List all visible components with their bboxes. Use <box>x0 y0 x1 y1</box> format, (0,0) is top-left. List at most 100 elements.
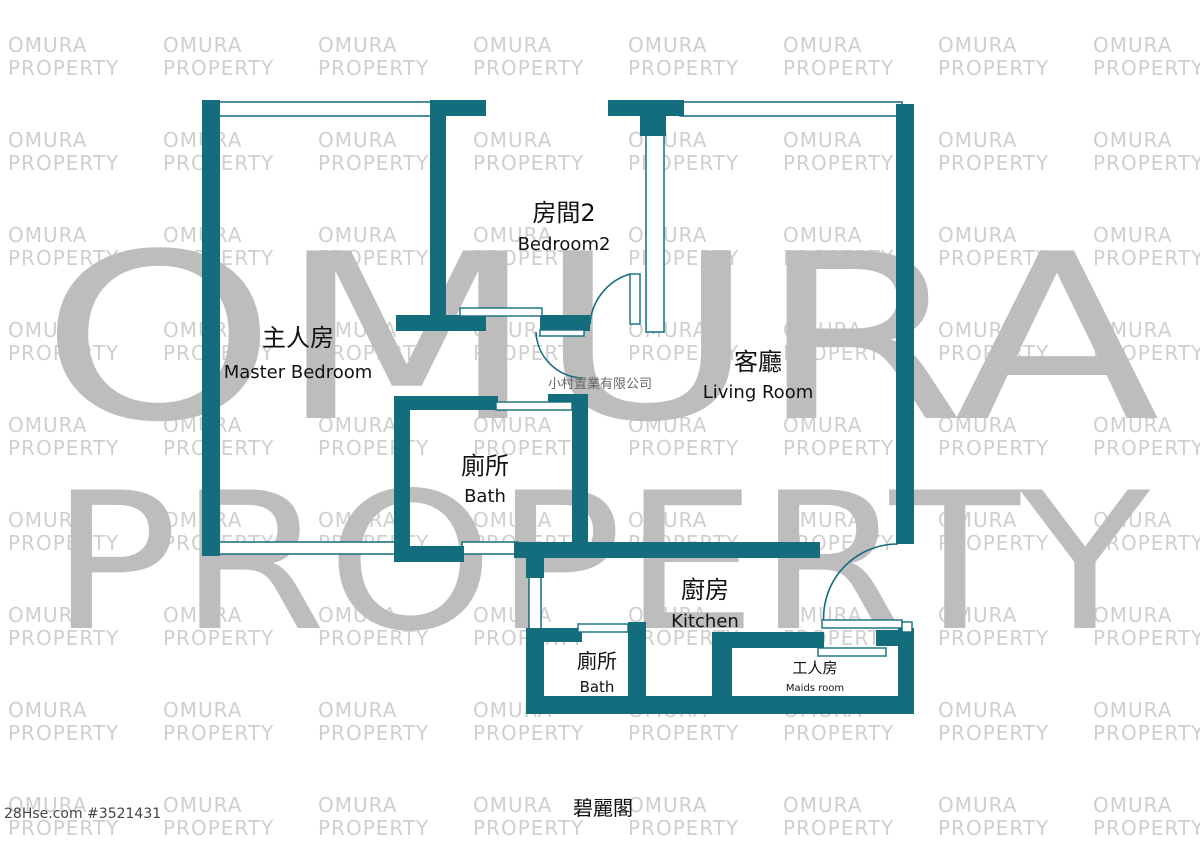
door-master-swing <box>535 331 583 379</box>
watermark-tile-line2: PROPERTY <box>1093 436 1200 460</box>
watermark-tile-line1: OMURA <box>1093 698 1172 722</box>
wall-outer-left <box>202 100 220 556</box>
wall-maids-top-right <box>876 630 914 646</box>
watermark-tile-line2: PROPERTY <box>628 436 739 460</box>
watermark-tile-line1: OMURA <box>8 698 87 722</box>
label-living-room-en: Living Room <box>703 382 814 403</box>
watermark-tile-line1: OMURA <box>938 318 1017 342</box>
watermark-tile-line1: OMURA <box>783 508 862 532</box>
watermark-tile-line2: PROPERTY <box>628 721 739 745</box>
watermark-tile-line2: PROPERTY <box>8 816 119 840</box>
watermark-tile-line1: OMURA <box>318 33 397 57</box>
watermark-tile-line1: OMURA <box>8 603 87 627</box>
watermark-tile-line2: PROPERTY <box>8 246 119 270</box>
label-maids-room-zh: 工人房 <box>792 659 837 677</box>
watermark-tile-line1: OMURA <box>1093 223 1172 247</box>
windows <box>213 101 903 632</box>
watermark-tile-line2: PROPERTY <box>318 341 429 365</box>
wall-bath2-right <box>628 622 646 702</box>
watermark-tile-line1: OMURA <box>938 793 1017 817</box>
label-kitchen-zh: 廚房 <box>681 576 729 604</box>
label-bedroom2-zh: 房間2 <box>532 199 595 227</box>
watermark-tile-line1: OMURA <box>938 128 1017 152</box>
watermark-tile-line2: PROPERTY <box>628 816 739 840</box>
watermark-tile-line1: OMURA <box>318 223 397 247</box>
watermark-tile-line1: OMURA <box>938 223 1017 247</box>
wall-outer-right <box>896 104 914 544</box>
watermark-tile-line2: PROPERTY <box>783 56 894 80</box>
watermark-tile-line1: OMURA <box>163 33 242 57</box>
watermark-tile-line1: OMURA <box>628 128 707 152</box>
wall-bedroom2-bottom-right <box>540 315 590 331</box>
watermark-tile-line1: OMURA <box>163 603 242 627</box>
wall-service-left <box>526 628 544 714</box>
watermark-tile-line1: OMURA <box>1093 603 1172 627</box>
watermark-tile-line2: PROPERTY <box>938 436 1049 460</box>
watermark-tile-line1: OMURA <box>318 508 397 532</box>
watermark-tile-line2: PROPERTY <box>628 151 739 175</box>
watermark-tile-line2: PROPERTY <box>318 721 429 745</box>
watermark-tile-line2: PROPERTY <box>163 721 274 745</box>
watermark-tile-line1: OMURA <box>783 128 862 152</box>
watermark-tile-line2: PROPERTY <box>783 246 894 270</box>
watermark-tile-line2: PROPERTY <box>8 626 119 650</box>
watermark-tile-line2: PROPERTY <box>318 246 429 270</box>
window-living-top <box>679 101 903 117</box>
watermark-tile-line2: PROPERTY <box>8 56 119 80</box>
watermark-tile-line2: PROPERTY <box>1093 151 1200 175</box>
watermark-tile-line1: OMURA <box>628 33 707 57</box>
watermark-tile-line2: PROPERTY <box>1093 626 1200 650</box>
watermark-tile-line1: OMURA <box>783 413 862 437</box>
watermark-tile-line2: PROPERTY <box>1093 816 1200 840</box>
watermark-tile-line1: OMURA <box>1093 318 1172 342</box>
wall-bath-top <box>394 396 498 410</box>
watermark-tile-line1: OMURA <box>473 128 552 152</box>
label-living-room-zh: 客廳 <box>734 348 782 376</box>
door-bath2-leaf <box>577 623 629 633</box>
footer-reference: 28Hse.com #3521431 <box>4 806 161 822</box>
watermark-tile-line2: PROPERTY <box>938 246 1049 270</box>
watermark-tile-line2: PROPERTY <box>318 151 429 175</box>
watermark-tile-line1: OMURA <box>1093 413 1172 437</box>
window-master-bottom <box>213 541 397 555</box>
window-bedroom2-side <box>645 131 665 333</box>
watermark-tile-line2: PROPERTY <box>473 151 584 175</box>
watermark-tile-line2: PROPERTY <box>938 56 1049 80</box>
watermark-tile-line2: PROPERTY <box>1093 531 1200 555</box>
watermark-tile-line1: OMURA <box>628 413 707 437</box>
label-bath-en: Bath <box>464 486 506 507</box>
watermark-tile-line1: OMURA <box>938 413 1017 437</box>
watermark-tile-line2: PROPERTY <box>1093 721 1200 745</box>
watermark-tile-line2: PROPERTY <box>1093 246 1200 270</box>
wall-kitchen-top <box>514 542 820 558</box>
watermark-tile-line1: OMURA <box>318 413 397 437</box>
watermark-tile-line1: OMURA <box>473 318 552 342</box>
watermark-tile-line2: PROPERTY <box>938 341 1049 365</box>
wall-bath2-top-left <box>526 628 582 642</box>
door-bedroom2-leaf <box>629 273 641 325</box>
door-bath-leaf <box>495 401 573 411</box>
wall-bedroom2-left <box>430 100 446 316</box>
watermark-tile-line1: OMURA <box>628 508 707 532</box>
watermark-tile-line1: OMURA <box>1093 793 1172 817</box>
watermark-tile-line1: OMURA <box>783 223 862 247</box>
wall-service-bottom <box>526 696 914 714</box>
watermark-tile-line1: OMURA <box>318 793 397 817</box>
watermark-tile-line1: OMURA <box>8 413 87 437</box>
watermark-tile-line1: OMURA <box>1093 33 1172 57</box>
wall-bath-bottom <box>394 546 464 562</box>
watermark-tile-line2: PROPERTY <box>628 341 739 365</box>
watermark-tile-line2: PROPERTY <box>8 436 119 460</box>
wall-maids-top <box>712 632 824 648</box>
wall-bedroom2-top-stub <box>430 100 486 116</box>
watermark-tile-line2: PROPERTY <box>8 151 119 175</box>
watermark-tile-line2: PROPERTY <box>938 626 1049 650</box>
watermark-tile-line1: OMURA <box>473 413 552 437</box>
watermark-tile-line2: PROPERTY <box>473 721 584 745</box>
watermark-tile-line2: PROPERTY <box>938 151 1049 175</box>
watermark-tile-line1: OMURA <box>473 223 552 247</box>
label-bedroom2-en: Bedroom2 <box>518 234 611 255</box>
watermark-tile-line1: OMURA <box>8 128 87 152</box>
watermark-tile-line2: PROPERTY <box>628 56 739 80</box>
